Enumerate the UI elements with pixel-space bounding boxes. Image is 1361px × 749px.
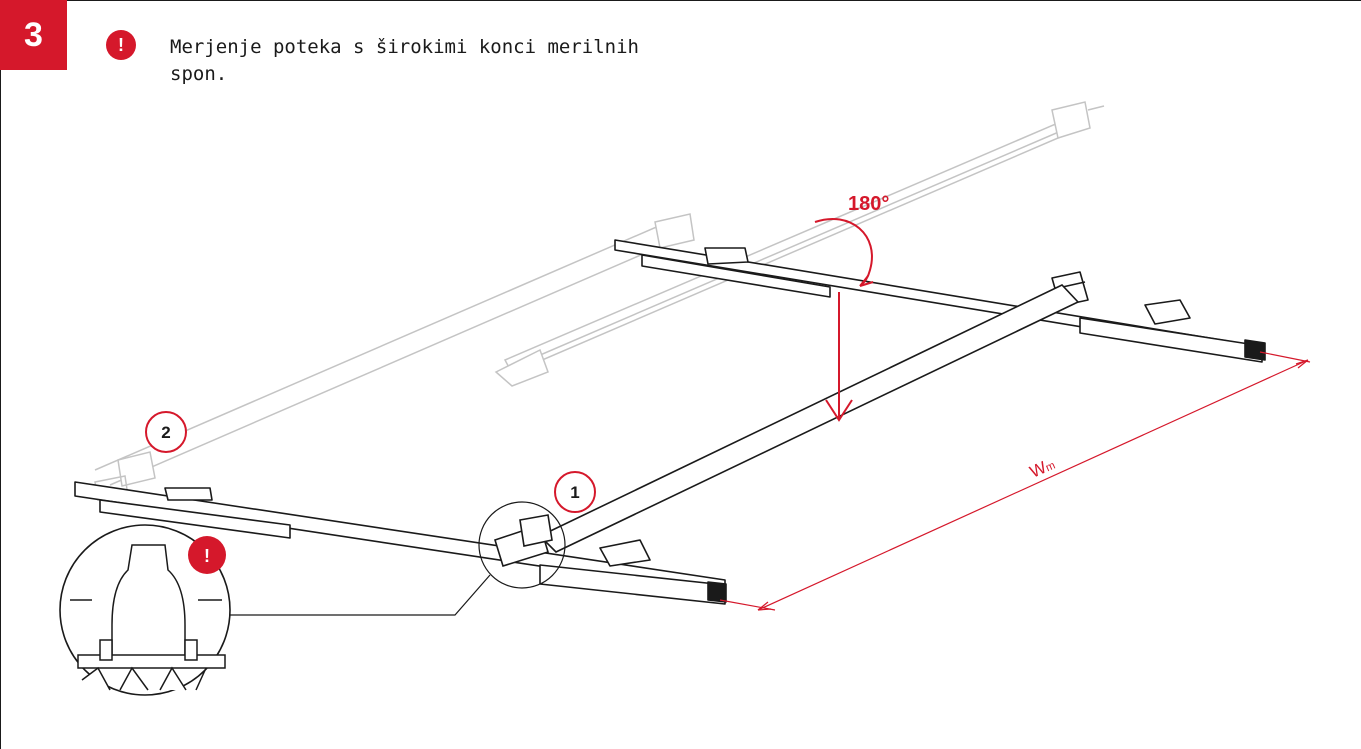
width-dimension-line: [719, 351, 1311, 611]
width-dimension-symbol: W: [1027, 458, 1049, 482]
rotation-label: 180°: [848, 193, 889, 215]
front-rail-assembly: [74, 481, 727, 605]
rotation-arrow: [814, 217, 874, 287]
ghost-rail-assembly: [94, 101, 1105, 501]
exclamation-icon: !: [106, 30, 136, 60]
measuring-bar: [494, 284, 1080, 568]
note-icon-symbol: !: [118, 34, 124, 55]
step-number-badge: 3: [0, 0, 67, 70]
width-dimension-label: Wm: [1027, 454, 1058, 482]
callout-2-number: 2: [161, 423, 170, 442]
move-down-arrow: [825, 292, 853, 422]
callout-1-number: 1: [570, 483, 579, 502]
callout-1: 1: [554, 471, 596, 513]
instruction-note: Merjenje poteka s širokimi konci merilni…: [170, 36, 639, 85]
width-dimension-subscript: m: [1044, 460, 1057, 475]
detail-view: !: [59, 524, 231, 696]
detail-leader: [228, 501, 566, 616]
callout-2: 2: [145, 411, 187, 453]
detail-warning-symbol: !: [204, 546, 210, 566]
